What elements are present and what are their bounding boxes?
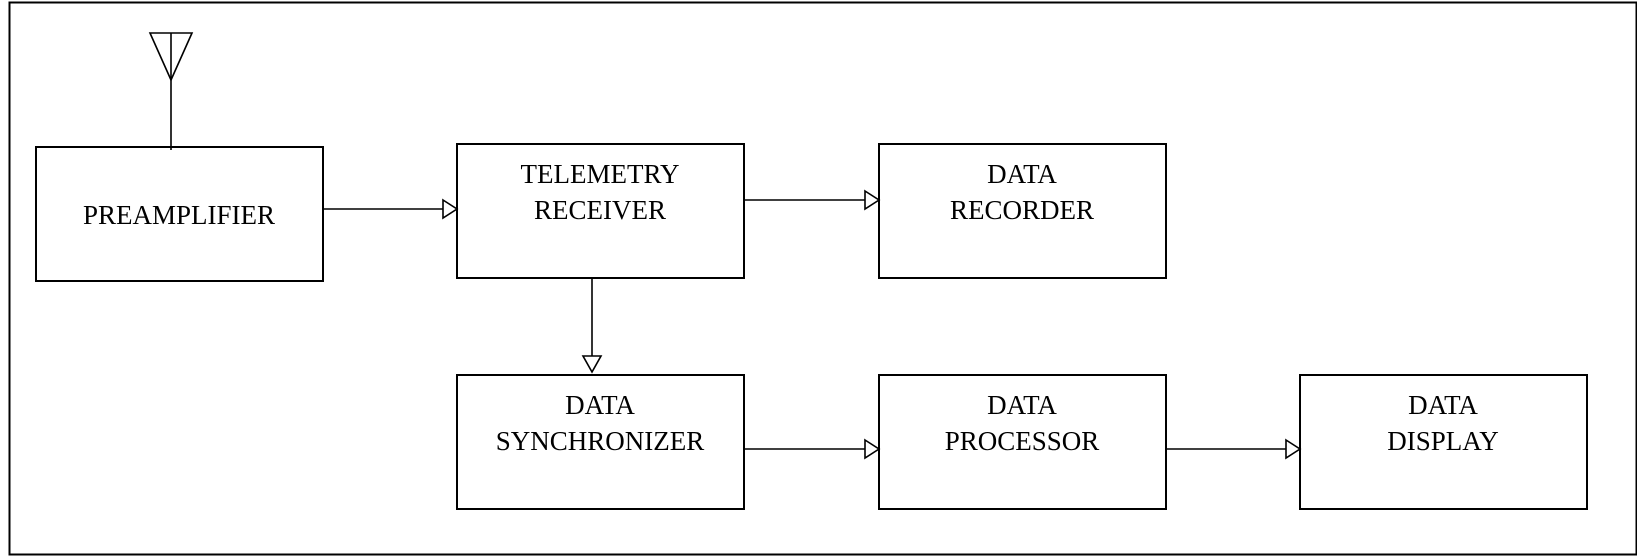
block-data-display: DATA DISPLAY: [1299, 374, 1588, 510]
data-display-label-line-2: DISPLAY: [1387, 426, 1499, 456]
arrow-data-processor-to-data-display: [1166, 438, 1302, 460]
data-processor-label-line-2: PROCESSOR: [945, 426, 1100, 456]
diagram-frame: [8, 1, 1637, 556]
data-synchronizer-label-line-1: DATA: [565, 390, 635, 420]
arrow-telemetry-receiver-to-data-recorder: [744, 189, 881, 211]
antenna-icon: [148, 32, 194, 150]
data-processor-label-line-1: DATA: [987, 390, 1057, 420]
arrow-data-synchronizer-to-data-processor: [744, 438, 881, 460]
data-recorder-label-line-1: DATA: [987, 159, 1057, 189]
data-synchronizer-label-line-2: SYNCHRONIZER: [496, 426, 705, 456]
arrow-telemetry-receiver-to-data-synchronizer: [581, 278, 603, 374]
preamplifier-label: PREAMPLIFIER: [83, 200, 275, 230]
telemetry-receiver-label-line-1: TELEMETRY: [521, 159, 680, 189]
block-telemetry-receiver: TELEMETRY RECEIVER: [456, 143, 745, 279]
telemetry-receiver-label-line-2: RECEIVER: [534, 195, 666, 225]
block-data-synchronizer: DATA SYNCHRONIZER: [456, 374, 745, 510]
data-display-label-line-1: DATA: [1408, 390, 1478, 420]
block-data-recorder: DATA RECORDER: [878, 143, 1167, 279]
block-data-processor: DATA PROCESSOR: [878, 374, 1167, 510]
data-recorder-label-line-2: RECORDER: [950, 195, 1094, 225]
arrow-preamplifier-to-telemetry-receiver: [323, 198, 459, 220]
block-preamplifier: PREAMPLIFIER: [35, 146, 324, 282]
